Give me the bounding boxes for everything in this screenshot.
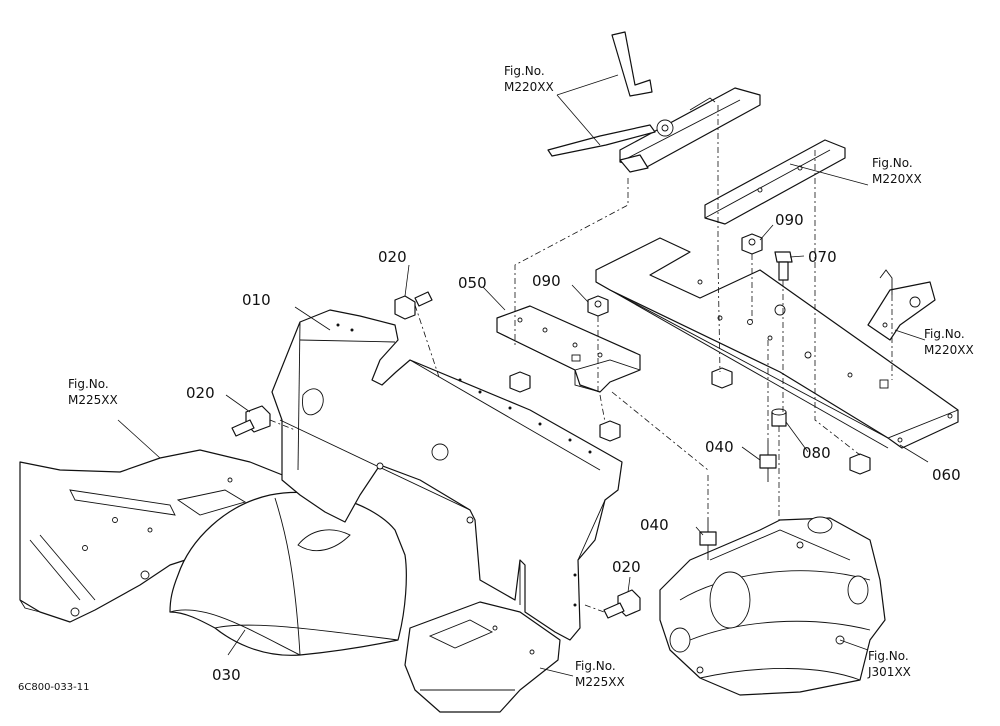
drawing-code: 6C800-033-11 [18,682,89,693]
part-label-040-lower: 040 [640,516,669,534]
part-label-090-right: 090 [775,211,804,229]
svg-text:Fig.No.: Fig.No. [872,156,913,170]
bracket-050 [496,305,641,393]
svg-text:Fig.No.: Fig.No. [924,327,965,341]
part-label-030: 030 [212,666,241,684]
svg-text:M220XX: M220XX [924,343,974,357]
part-label-080: 080 [802,444,831,462]
svg-text:Fig.No.: Fig.No. [575,659,616,673]
fig-ref-bottom: Fig.No. M225XX [575,659,625,689]
cover-030 [169,491,407,656]
bolt-070 [774,251,793,281]
frame-060 [595,237,959,449]
stud-040-upper [759,440,777,482]
svg-text:M220XX: M220XX [504,80,554,94]
part-label-090-left: 090 [532,272,561,290]
svg-text:M225XX: M225XX [68,393,118,407]
assembly-lines [269,105,893,613]
leader-lines [117,74,929,677]
svg-text:J301XX: J301XX [867,665,911,679]
part-label-070: 070 [808,248,837,266]
part-label-060: 060 [932,466,961,484]
fig-ref-right: Fig.No. M220XX [924,327,974,357]
nut-090-right [741,233,763,255]
left-floor-plate [19,449,336,623]
part-label-020-left: 020 [186,384,215,402]
fig-ref-housing: Fig.No. J301XX [867,649,911,679]
stud-040-lower [699,518,717,560]
bolt-020-right [603,589,641,619]
part-label-020-right: 020 [612,558,641,576]
bottom-floor-plate [404,601,561,713]
part-label-050: 050 [458,274,487,292]
part-label-020-upper: 020 [378,248,407,266]
svg-text:M220XX: M220XX [872,172,922,186]
svg-text:Fig.No.: Fig.No. [868,649,909,663]
svg-text:Fig.No.: Fig.No. [68,377,109,391]
housing-j301 [659,516,886,696]
part-label-010: 010 [242,291,271,309]
bolt-020-upper [394,291,433,320]
nut-090-left [587,295,609,317]
fig-ref-upper-right: Fig.No. M220XX [872,156,922,186]
figure-references: Fig.No. M220XX Fig.No. M220XX Fig.No. M2… [68,64,974,689]
svg-text:Fig.No.: Fig.No. [504,64,545,78]
panel-010 [271,309,623,641]
part-labels: 010 020 020 020 030 040 040 050 060 070 … [186,211,961,684]
spacer-080 [771,408,787,427]
part-label-040-upper: 040 [705,438,734,456]
svg-text:M225XX: M225XX [575,675,625,689]
fig-ref-left: Fig.No. M225XX [68,377,118,407]
fig-ref-top: Fig.No. M220XX [504,64,554,94]
side-bracket [867,269,936,341]
nuts-050 [509,367,871,475]
bolt-020-left [231,405,271,437]
